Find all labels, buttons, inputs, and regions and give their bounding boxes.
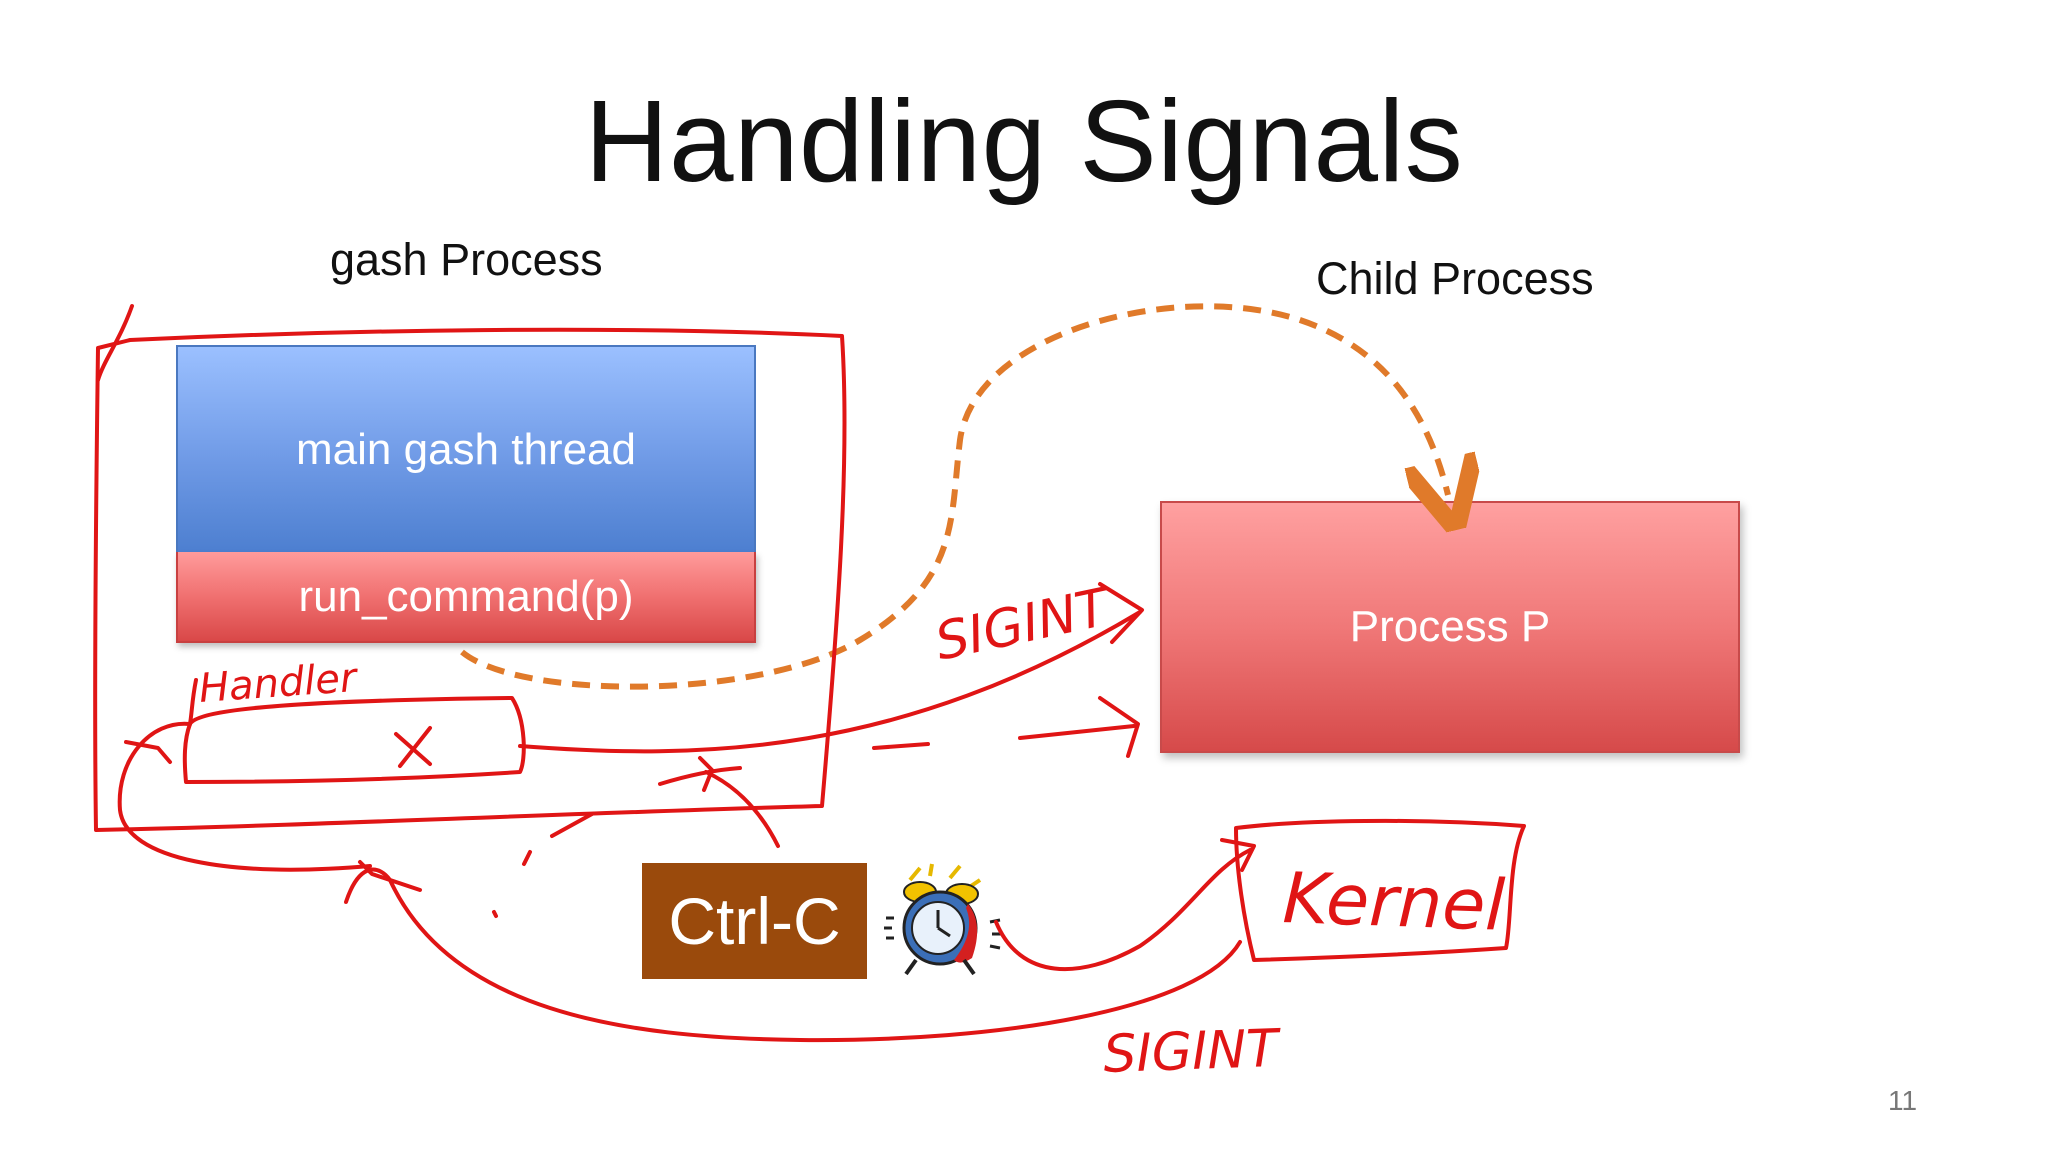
run-command-box: run_command(p) (176, 552, 756, 643)
clock-to-kernel-stroke (994, 848, 1252, 972)
process-p-label: Process P (1349, 602, 1551, 651)
ctrl-c-label: Ctrl-C (668, 884, 841, 958)
sigint-annotation-lower: SIGINT (1102, 1019, 1283, 1085)
ctrl-c-box: Ctrl-C (642, 863, 867, 979)
process-p-box: Process P (1160, 501, 1740, 753)
main-gash-thread-box: main gash thread (176, 345, 756, 552)
page-number: 11 (1888, 1085, 1918, 1116)
alarm-clock-icon (884, 863, 1002, 976)
main-gash-thread-label: main gash thread (296, 424, 636, 474)
handler-annotation: Handler (197, 655, 360, 712)
gash-process-caption: gash Process (330, 234, 603, 285)
run-command-label: run_command(p) (298, 571, 634, 621)
child-process-caption: Child Process (1316, 253, 1594, 304)
sigint-annotation-upper: SIGINT (930, 577, 1117, 673)
handler-box-outline (182, 696, 526, 784)
kernel-box-outline (1234, 818, 1526, 962)
slide-title: Handling Signals (584, 76, 1464, 206)
kernel-annotation: Kernel (1281, 857, 1506, 947)
